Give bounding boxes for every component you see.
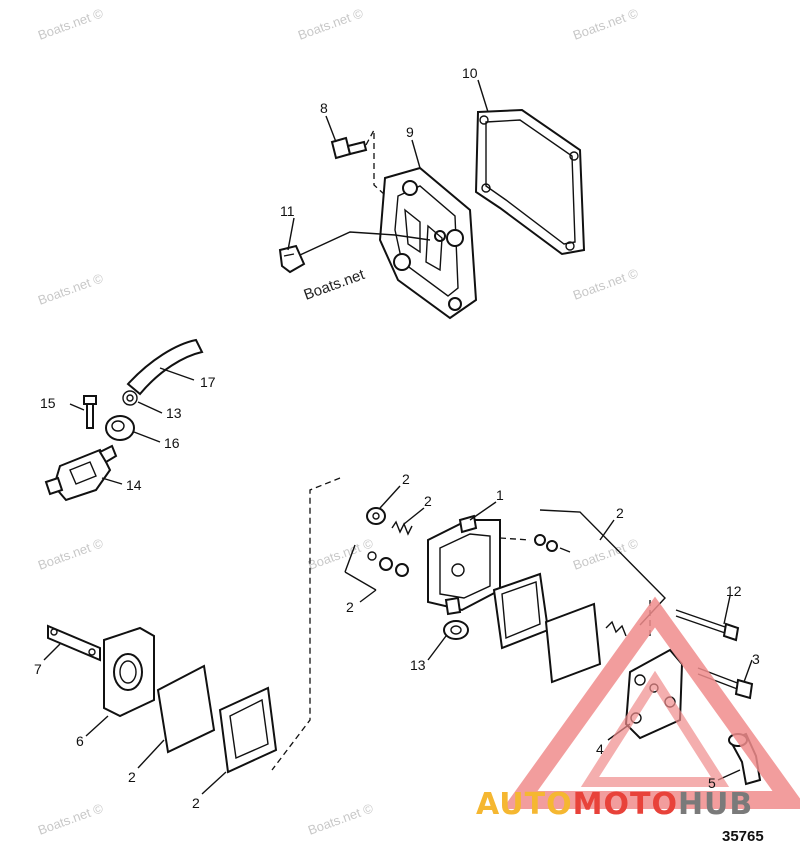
callout-13: 13 bbox=[166, 405, 182, 421]
pump-body-1 bbox=[427, 514, 501, 616]
callout-7: 7 bbox=[34, 661, 42, 677]
callouts: 10 8 9 11 17 15 13 16 14 2 2 1 2 2 12 3 … bbox=[34, 65, 760, 811]
washer-2a bbox=[366, 507, 386, 525]
callout-9: 9 bbox=[406, 124, 414, 140]
leader-lines bbox=[43, 79, 753, 795]
leader-8 bbox=[365, 129, 386, 196]
callout-14: 14 bbox=[126, 477, 142, 493]
callout-2: 2 bbox=[128, 769, 136, 785]
callout-5: 5 bbox=[708, 775, 716, 791]
watermark-text: Boats.net © bbox=[36, 5, 106, 43]
callout-8: 8 bbox=[320, 100, 328, 116]
gasket-2e bbox=[156, 664, 216, 754]
callout-6: 6 bbox=[76, 733, 84, 749]
leader-left-dashed bbox=[271, 477, 341, 771]
brand-moto: MOTO bbox=[573, 787, 678, 822]
callout-2: 2 bbox=[192, 795, 200, 811]
callout-17: 17 bbox=[200, 374, 216, 390]
screw-3 bbox=[697, 667, 754, 700]
cover-plate-9 bbox=[378, 166, 478, 320]
small-parts-2-right bbox=[534, 509, 666, 626]
watermark-text: Boats.net © bbox=[36, 535, 106, 573]
callout-3: 3 bbox=[752, 651, 760, 667]
watermark-text: Boats.net © bbox=[306, 800, 376, 838]
brand-text: AUTOMOTOHUB bbox=[476, 787, 753, 822]
callout-2: 2 bbox=[616, 505, 624, 521]
small-parts-2-left bbox=[344, 544, 409, 591]
callout-2: 2 bbox=[424, 493, 432, 509]
watermark-text: Boats.net © bbox=[571, 265, 641, 303]
watermark-text: Boats.net © bbox=[306, 535, 376, 573]
gasket-2f bbox=[218, 686, 278, 774]
callout-15: 15 bbox=[40, 395, 56, 411]
callout-12: 12 bbox=[726, 583, 742, 599]
gasket-center bbox=[492, 572, 550, 650]
leader-1 bbox=[499, 537, 531, 541]
screw-12 bbox=[675, 609, 740, 642]
grommet-16 bbox=[105, 415, 135, 441]
hose-17 bbox=[126, 338, 204, 396]
brand-auto: AUTO bbox=[476, 787, 573, 822]
brand-triangle-inner bbox=[580, 670, 730, 787]
callout-10: 10 bbox=[462, 65, 478, 81]
sensor-11 bbox=[278, 231, 431, 274]
callout-1: 1 bbox=[496, 487, 504, 503]
watermark-text: Boats.net © bbox=[571, 5, 641, 43]
callout-2: 2 bbox=[402, 471, 410, 487]
watermark-text: Boats.net © bbox=[296, 5, 366, 43]
watermark-inline: Boats.net bbox=[302, 266, 368, 304]
fuel-pump-14 bbox=[44, 444, 118, 502]
figure-number: 35765 bbox=[722, 828, 764, 845]
bolt-15 bbox=[83, 395, 97, 429]
spring-small bbox=[605, 620, 627, 637]
callout-4: 4 bbox=[596, 741, 604, 757]
fitting-13b bbox=[443, 620, 469, 640]
svg-text:AUTOMOTOHUB: AUTOMOTOHUB bbox=[476, 787, 753, 822]
brand-logo bbox=[502, 596, 800, 809]
brand-triangle bbox=[502, 596, 800, 809]
diaphragm-center bbox=[544, 602, 602, 684]
watermark-text: Boats.net © bbox=[571, 535, 641, 573]
screw-8 bbox=[330, 136, 368, 160]
clamp-13 bbox=[122, 390, 138, 406]
callout-13: 13 bbox=[410, 657, 426, 673]
callout-2: 2 bbox=[346, 599, 354, 615]
callout-11: 11 bbox=[280, 203, 295, 219]
watermark-text: Boats.net © bbox=[36, 800, 106, 838]
spring-2b bbox=[391, 520, 413, 536]
cover-4 bbox=[624, 648, 684, 740]
brand-hub: HUB bbox=[678, 787, 753, 822]
gasket-10 bbox=[474, 108, 586, 256]
adapter-6 bbox=[103, 626, 155, 718]
callout-16: 16 bbox=[164, 435, 180, 451]
watermark-text: Boats.net © bbox=[36, 270, 106, 308]
bracket-7 bbox=[47, 624, 101, 662]
